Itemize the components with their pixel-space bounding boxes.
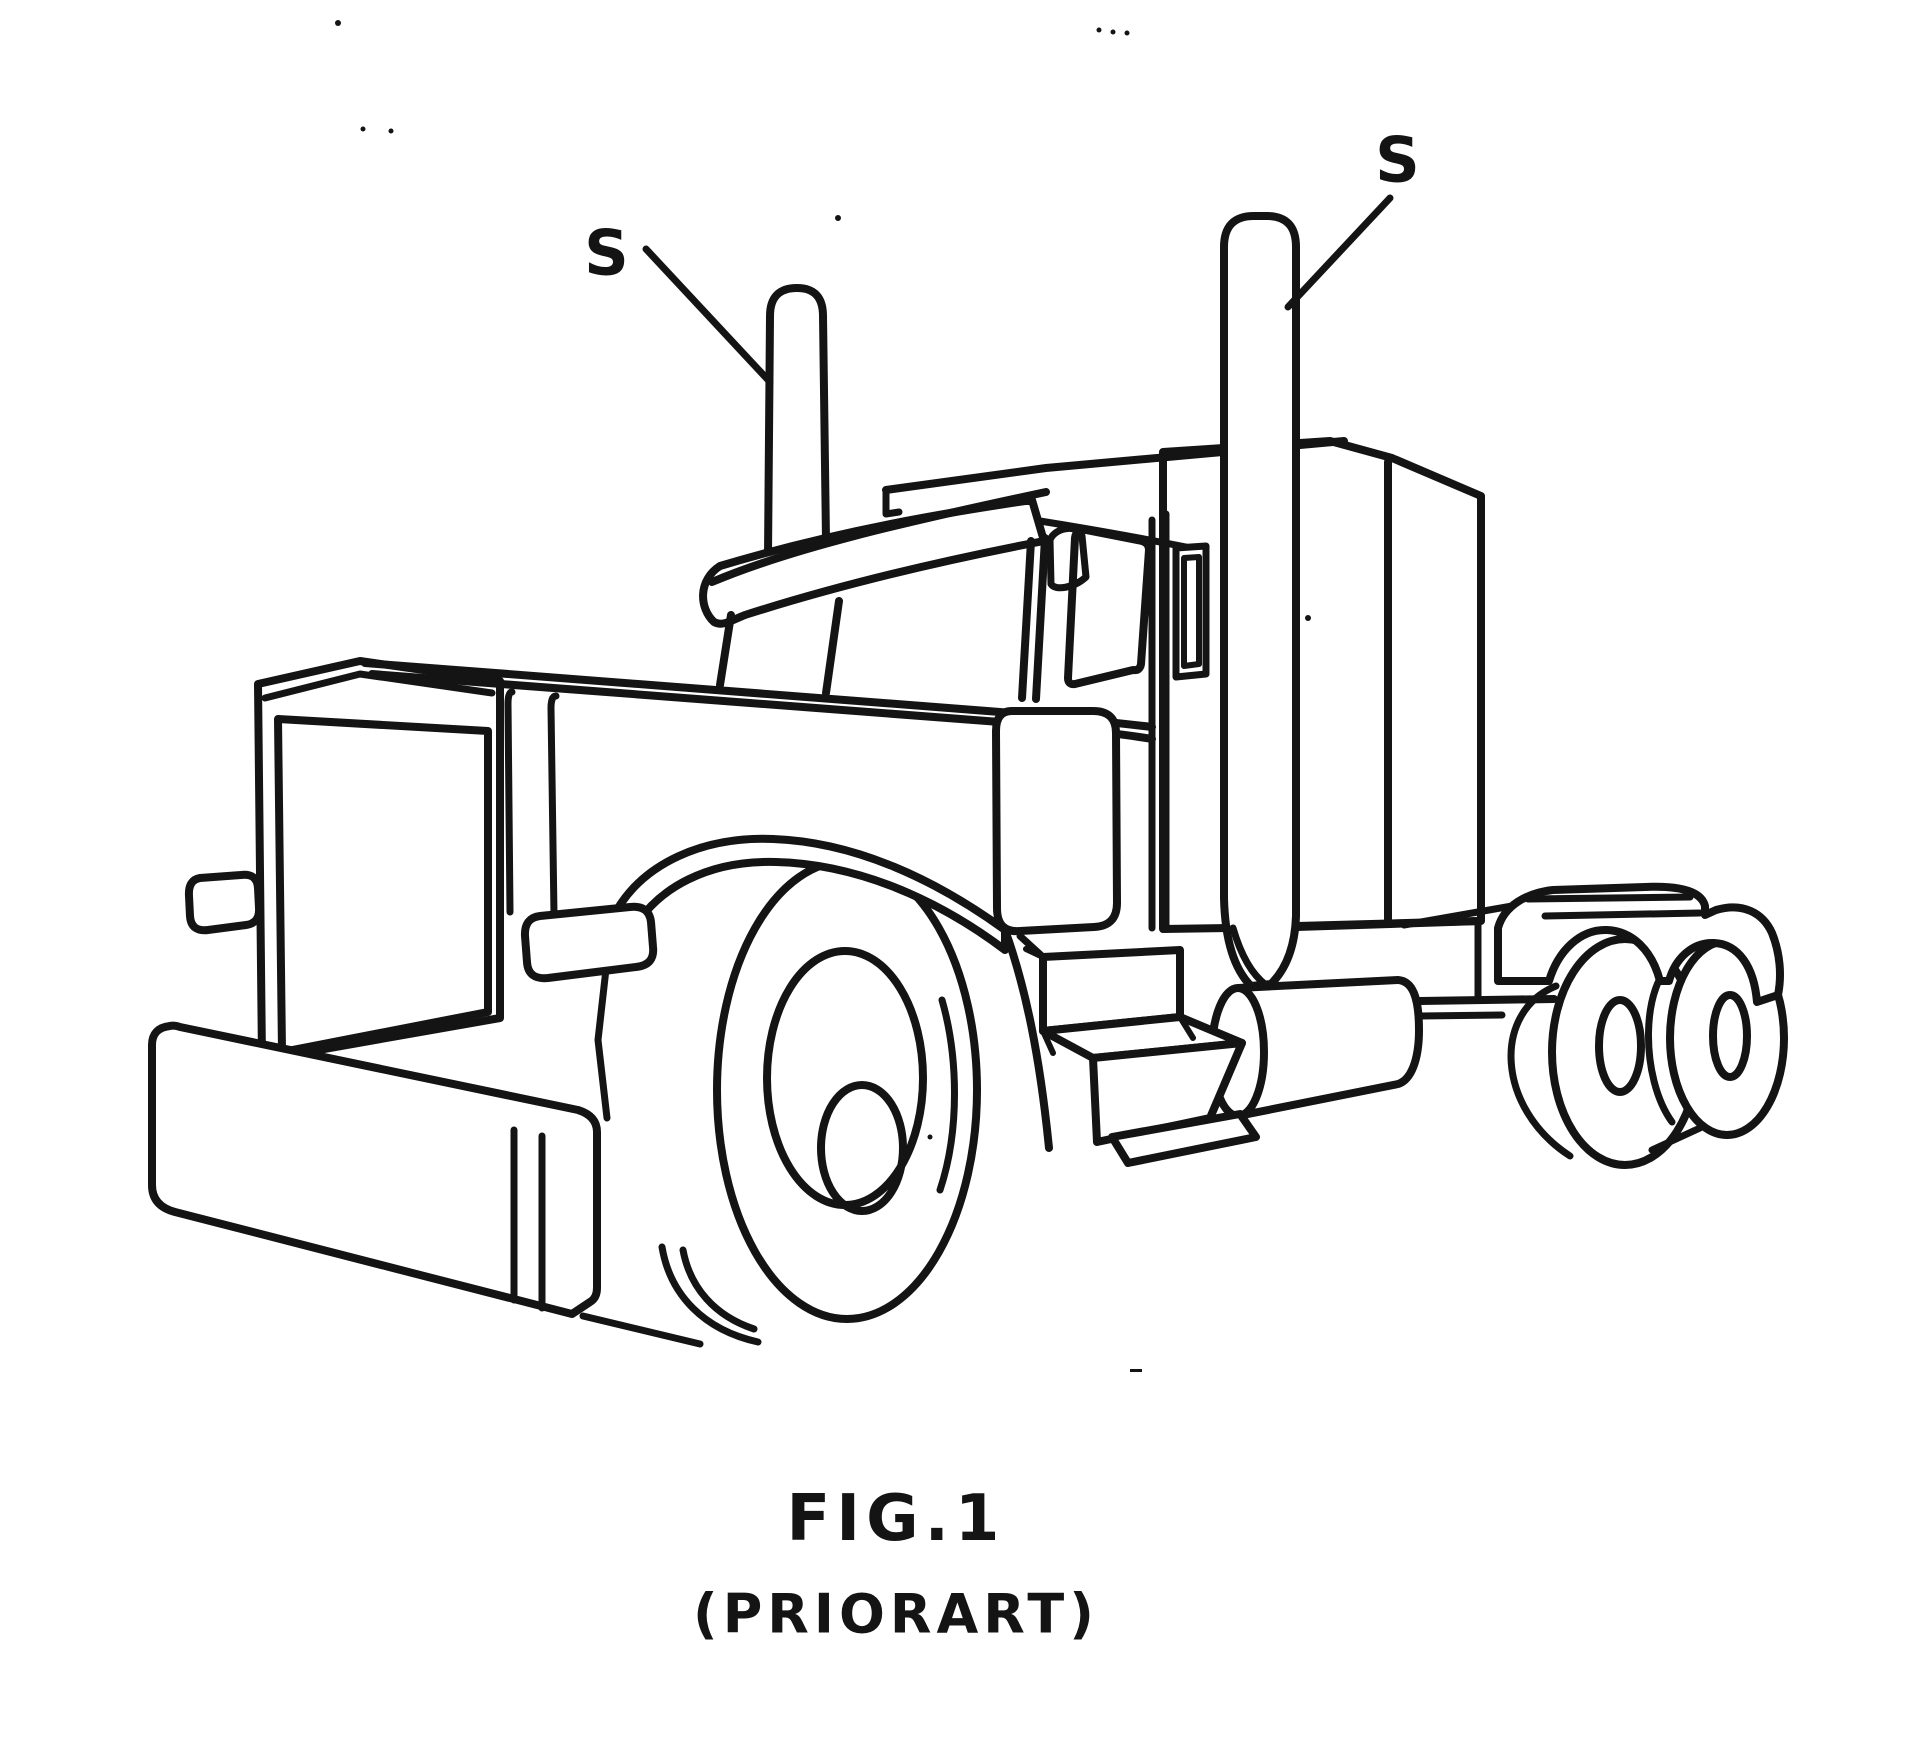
fuel-tank-body	[1234, 976, 1423, 1120]
front-fender-rear-arc	[1001, 926, 1053, 1152]
frame-rail-bottom	[1416, 1011, 1506, 1020]
step-plate	[1108, 1110, 1260, 1167]
rear-hub-front	[1595, 996, 1645, 1096]
deck-line	[1293, 917, 1482, 930]
cab-roof-front-edge	[708, 488, 1050, 586]
windshield-pillar-right-front	[1018, 537, 1035, 702]
front-tire-ground-arc-outer	[658, 1243, 762, 1346]
ink-specks	[335, 20, 1311, 1372]
figure-caption-subtitle: (PRIORART)	[693, 1582, 1099, 1646]
headlight-right	[520, 902, 658, 983]
windshield-divider	[822, 597, 843, 697]
grille-top-inner-line	[261, 670, 496, 702]
door-lower-panel	[992, 707, 1121, 936]
cab-rear-pillar	[1148, 510, 1170, 932]
left-exhaust-stack	[764, 284, 830, 560]
stack-label-right: S	[1375, 123, 1421, 197]
front-wheel-hub	[817, 1081, 907, 1215]
door-wind-deflector	[1046, 525, 1090, 592]
leader-line-right	[1284, 194, 1394, 311]
rear-fender-plate-lines	[1494, 893, 1704, 985]
front-tire-inner-edge	[936, 996, 958, 1194]
rear-hub-rear	[1709, 991, 1751, 1081]
grille-screen	[274, 715, 492, 1056]
right-stack-elbow-line	[1229, 924, 1270, 989]
front-bumper	[148, 1021, 601, 1318]
sleeper-box	[1159, 437, 1485, 933]
right-exhaust-stack	[1220, 212, 1300, 990]
rear-tires-connector	[1648, 1124, 1704, 1154]
leader-line-left	[642, 245, 774, 386]
stack-label-left: S	[584, 216, 630, 290]
cab-roof-step	[882, 486, 903, 518]
headlight-left	[184, 870, 264, 935]
figure-caption-title: FIG.1	[786, 1482, 1006, 1556]
rear-tire-front-sidewall	[1507, 982, 1574, 1160]
front-tire-ground-arc-inner	[679, 1246, 758, 1333]
rocker-tick	[1016, 932, 1047, 961]
door-window	[1064, 525, 1153, 689]
windshield-pillar-left	[716, 611, 735, 689]
windshield-pillar-right-rear	[1032, 534, 1049, 703]
sleeper-window-outer	[1172, 542, 1210, 681]
front-bumper-detail-lines	[510, 1126, 546, 1312]
grille-shell	[254, 657, 504, 1064]
sun-visor	[699, 496, 1048, 628]
hood-side-crease-1	[504, 688, 516, 916]
sleeper-window-inner	[1181, 554, 1202, 669]
hood-side-crease-2	[547, 692, 560, 919]
